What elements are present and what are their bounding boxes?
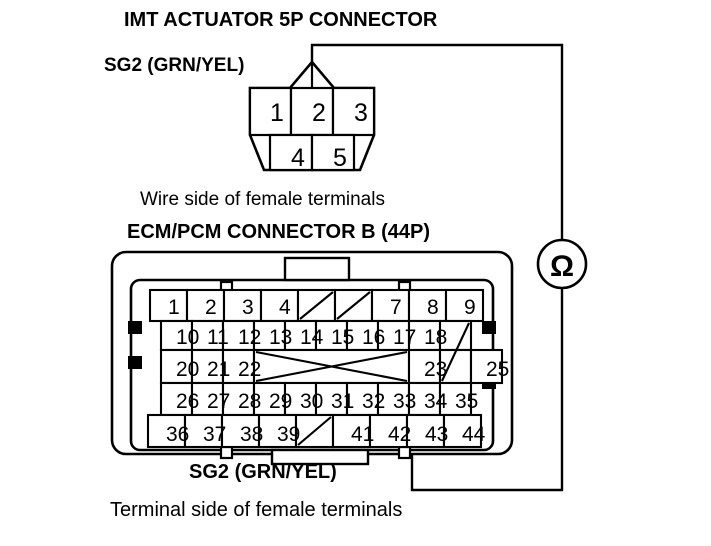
ecm-label-22: 22	[238, 358, 261, 381]
ecm-cell-39	[257, 413, 298, 449]
ecm-label-35: 35	[455, 390, 478, 413]
actuator-pin-label-4: 4	[291, 144, 305, 172]
ecm-label-1: 1	[168, 296, 180, 319]
ecm-cell-18	[407, 319, 442, 352]
actuator-pin-label-1: 1	[270, 99, 284, 127]
ecm-label-16: 16	[362, 326, 385, 349]
ecm-blank-diagonals	[255, 322, 470, 383]
ecm-label-2: 2	[205, 296, 217, 319]
ecm-cell-43	[405, 413, 446, 449]
ecm-terminal-row-4	[159, 381, 473, 417]
actuator-pin-label-3: 3	[354, 99, 368, 127]
wire-bottom-lead	[410, 288, 564, 492]
ecm-terminal-row-3	[159, 348, 504, 385]
ecm-label-20: 20	[176, 358, 199, 381]
ecm-label-34: 34	[424, 390, 448, 413]
ecm-label-44: 44	[462, 423, 486, 446]
ecm-top-latch-tab	[283, 256, 351, 282]
ecm-cell-44	[442, 413, 483, 449]
actuator-cavity-5	[310, 133, 356, 172]
ecm-lock-tab-right-upper	[482, 321, 496, 334]
ecm-label-29: 29	[269, 390, 292, 413]
terminal-side-caption: Terminal side of female terminals	[110, 499, 403, 521]
ecm-cell-38	[220, 413, 261, 449]
ecm-label-14: 14	[300, 326, 324, 349]
ohmmeter: Ω	[536, 238, 588, 290]
ecm-cell-13	[252, 319, 287, 352]
ecm-connector-title: ECM/PCM CONNECTOR B (44P)	[127, 221, 430, 243]
slash-r2-r3-long	[441, 322, 470, 382]
actuator-cavity-3	[331, 86, 376, 137]
ecm-lock-tab-left-lower	[128, 356, 142, 369]
wire-side-caption: Wire side of female terminals	[140, 189, 385, 210]
ecm-label-25: 25	[486, 358, 509, 381]
actuator-pin-label-2: 2	[312, 99, 326, 127]
ecm-label-4: 4	[279, 296, 291, 319]
ecm-label-17: 17	[393, 326, 416, 349]
ecm-label-8: 8	[427, 296, 439, 319]
sg2-label-top: SG2 (GRN/YEL)	[104, 55, 245, 76]
ecm-label-10: 10	[176, 326, 199, 349]
sg2-label-bottom: SG2 (GRN/YEL)	[189, 461, 337, 483]
actuator-5p-connector: 1 2 3 4 5	[248, 59, 376, 172]
ecm-label-21: 21	[207, 358, 230, 381]
ecm-label-23: 23	[424, 358, 447, 381]
ecm-label-12: 12	[238, 326, 261, 349]
ecm-label-43: 43	[425, 423, 448, 446]
ecm-lock-tab-left-upper	[128, 321, 142, 334]
ecm-label-42: 42	[388, 423, 411, 446]
ecm-cell-25	[469, 348, 504, 385]
ecm-cell-41	[331, 413, 372, 449]
ecm-cell-33	[376, 381, 411, 417]
actuator-cavity-4	[268, 133, 314, 172]
ecm-cell-28	[221, 381, 256, 417]
ecm-label-38: 38	[240, 423, 263, 446]
ecm-label-13: 13	[269, 326, 292, 349]
ecm-label-36: 36	[166, 423, 189, 446]
actuator-row-2	[268, 133, 356, 172]
ohmmeter-symbol: Ω	[550, 250, 574, 283]
ecm-label-27: 27	[207, 390, 230, 413]
ecm-cell-9	[444, 288, 485, 323]
slash-r1a	[299, 291, 334, 320]
ohmmeter-body	[536, 238, 588, 290]
ecm-label-41: 41	[351, 423, 374, 446]
ecm-label-18: 18	[424, 326, 447, 349]
ecm-bottom-latch-tab	[270, 448, 370, 466]
actuator-cavity-2	[289, 86, 335, 137]
actuator-pin-label-5: 5	[333, 144, 347, 172]
ecm-label-30: 30	[300, 390, 323, 413]
ecm-label-26: 26	[176, 390, 199, 413]
actuator-connector-title: IMT ACTUATOR 5P CONNECTOR	[124, 9, 438, 31]
ecm-cell-4	[259, 288, 300, 323]
ecm-terminal-row-5	[146, 413, 483, 449]
ecm-cell-37	[183, 413, 224, 449]
ecm-label-28: 28	[238, 390, 261, 413]
ecm-notch-bottom-right	[397, 445, 412, 460]
ecm-label-33: 33	[393, 390, 416, 413]
ecm-label-9: 9	[464, 296, 476, 319]
ecm-label-39: 39	[277, 423, 300, 446]
ecm-cell-35	[438, 381, 473, 417]
ecm-pcm-connector: 1 2 3 4 7 8 9 10	[110, 250, 514, 466]
ecm-label-31: 31	[331, 390, 354, 413]
ecm-label-11: 11	[207, 326, 229, 349]
slash-r5	[297, 416, 332, 446]
ecm-cell-42	[368, 413, 409, 449]
ecm-label-37: 37	[203, 423, 226, 446]
ecm-cell-36	[146, 413, 187, 449]
ecm-row-1-blank-slashes	[299, 291, 371, 320]
slash-r1b	[336, 291, 371, 320]
ecm-cell-7	[370, 288, 411, 323]
ecm-row-5-blank-slash	[297, 416, 332, 446]
ecm-label-15: 15	[331, 326, 354, 349]
ecm-label-7: 7	[390, 296, 402, 319]
ecm-label-3: 3	[242, 296, 254, 319]
cross-span-b	[255, 350, 408, 383]
ecm-cell-3	[222, 288, 263, 323]
ecm-cell-29	[252, 381, 287, 417]
ecm-notch-bottom-left	[219, 445, 234, 460]
ecm-label-32: 32	[362, 390, 385, 413]
